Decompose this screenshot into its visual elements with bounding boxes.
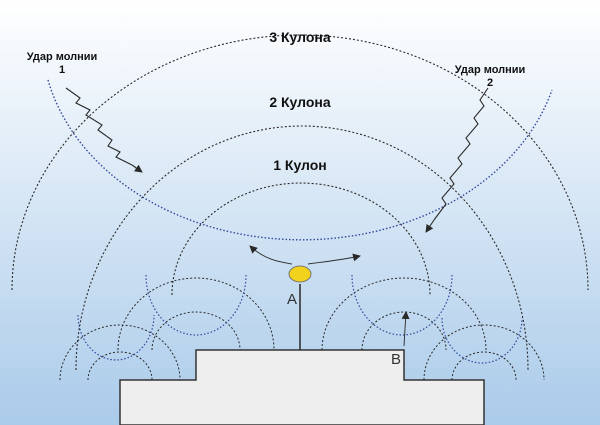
rolling-sphere-arc [47, 79, 553, 241]
zone-1-label: 1 Кулон [273, 157, 327, 173]
charge-zones [11, 34, 589, 371]
point-b-label: B [391, 351, 401, 368]
lightning-strike-2 [433, 87, 489, 221]
rod-sphere [288, 265, 312, 283]
zone-1-arc [171, 182, 431, 296]
upward-streamer-left-arrow [249, 245, 293, 265]
edge-zones-blue [77, 274, 523, 364]
upward-streamer-b-arrow [401, 311, 410, 347]
strike-2-label-line2: 2 [487, 77, 493, 89]
upward-streamer-right-arrow [307, 253, 361, 265]
zone-2-arc [75, 125, 529, 371]
building [119, 349, 485, 425]
lightning-strike-1 [65, 87, 133, 166]
zone-3-label: 3 Кулона [269, 29, 331, 45]
strike-2-arrow [425, 219, 435, 233]
zone-2-label: 2 Кулона [269, 94, 331, 110]
point-a-label: A [287, 291, 297, 308]
strike-1-label-line1: Удар молнии [27, 51, 98, 63]
edge-zones-black [59, 277, 545, 381]
strike-1-arrow [131, 164, 143, 173]
strike-2-label-line1: Удар молнии [455, 64, 526, 76]
strike-1-label-line2: 1 [59, 64, 65, 76]
